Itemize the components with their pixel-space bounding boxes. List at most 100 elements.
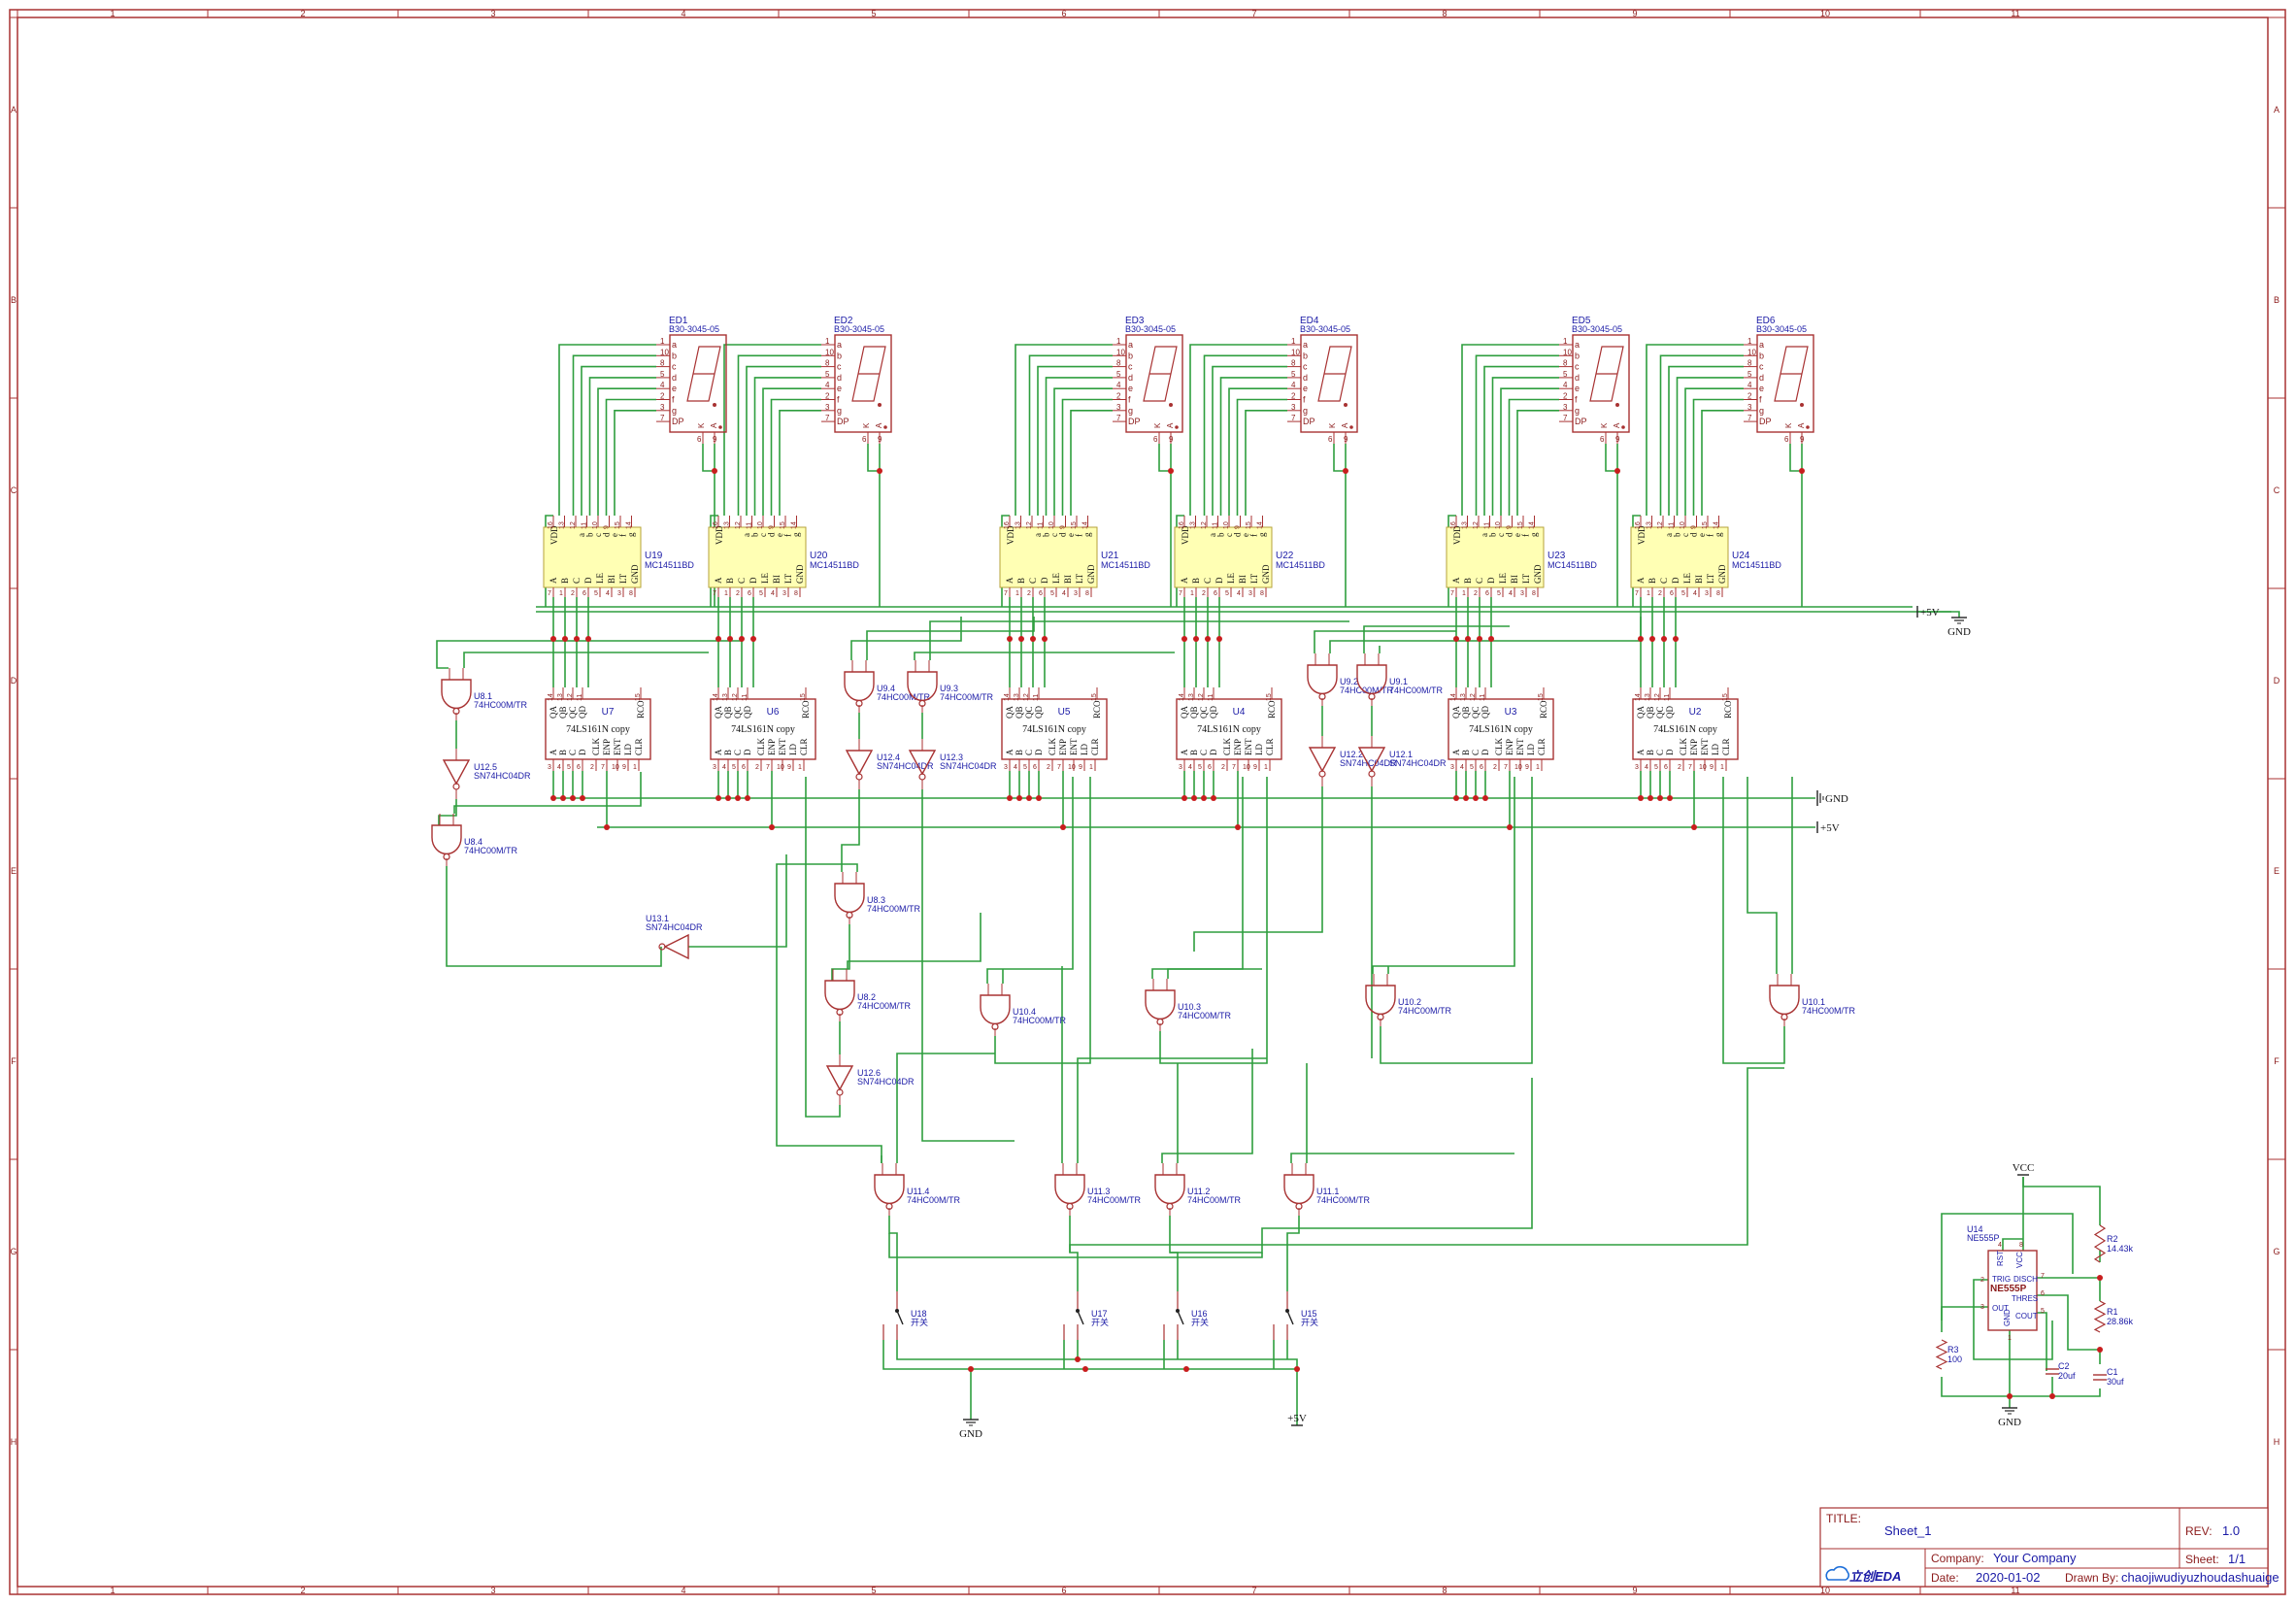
decoder-in-name: D [1215, 577, 1224, 584]
decoder-pin-num: 13 [1190, 521, 1197, 529]
decoder-pin-num: 14 [1257, 521, 1264, 529]
junction-dot [1235, 824, 1241, 830]
counter-out-name: RCO [1723, 700, 1733, 719]
junction-dot [1036, 795, 1042, 801]
col-label-bottom: 7 [1251, 1586, 1256, 1595]
timer-pin-thres: THRES [2012, 1294, 2038, 1303]
decoder-body [543, 526, 642, 588]
decoder-pin-num: 12 [1473, 521, 1480, 529]
junction-dot [1465, 636, 1471, 642]
tb-sheet-value: 1/1 [2228, 1552, 2246, 1566]
counter-in-name: LD [1526, 744, 1536, 755]
decoder-pin-num: 7 [548, 590, 551, 597]
display-pin-name: d [1303, 373, 1308, 383]
display-pin-num: 1 [1747, 337, 1752, 346]
counter-pin-num: 3 [1635, 764, 1639, 771]
decoder-body [1174, 526, 1273, 588]
display-pin-name: b [1575, 351, 1580, 360]
decoder-out-name: a [1033, 533, 1043, 537]
display-pin-name: g [1575, 406, 1580, 416]
row-label-right: F [2274, 1056, 2279, 1066]
gate-ref: U10.2 [1398, 997, 1421, 1007]
counter-pin-num: 14 [1635, 693, 1642, 701]
decoder-pin-num: 6 [748, 590, 751, 597]
counter-pin-num: 4 [1188, 764, 1192, 771]
gate-part: SN74HC04DR [1340, 758, 1397, 768]
decoder-pin-num: 16 [1004, 521, 1011, 529]
counter-pin-num: 1 [1536, 764, 1540, 771]
counter-pin-num: 15 [800, 693, 807, 701]
decoder-out-name: d [767, 532, 777, 537]
counter-ref: U2 [1689, 707, 1702, 718]
junction-dot [1638, 795, 1644, 801]
counter-pin-num: 7 [601, 764, 605, 771]
counter-pin-num: 1 [798, 764, 802, 771]
display-pin-num: 7 [1563, 414, 1568, 422]
decoder-in-name: D [583, 577, 593, 584]
display-pin-name: e [672, 384, 677, 393]
display-pin-num: 3 [1747, 403, 1752, 412]
gnd-symbol: GND [959, 1419, 982, 1440]
decoder-pin-num: 11 [747, 522, 753, 529]
decoder-vdd: VDD [715, 525, 724, 545]
display-pin-num: 5 [1747, 370, 1752, 379]
display-part: B30-3045-05 [1572, 324, 1622, 334]
counter-in-name: A [1005, 749, 1015, 755]
counter-in-name: C [1471, 750, 1481, 755]
junction-dot [1030, 636, 1036, 642]
display-ref: ED4 [1300, 316, 1319, 326]
decoder-pin-num: 13 [1462, 521, 1469, 529]
decoder-pin-num: 7 [1635, 590, 1639, 597]
switch-lever [1077, 1310, 1084, 1325]
decoder-pin-num: 2 [1474, 590, 1478, 597]
wire [1372, 777, 1515, 974]
wire [805, 777, 841, 1118]
decoder-in-name: D [1671, 577, 1680, 584]
decoder-in-name: C [1659, 578, 1669, 584]
decoder-in-name: GND [1086, 564, 1096, 584]
counter-pin-num: 15 [1722, 693, 1729, 701]
wire [850, 617, 962, 660]
gate-ref: U8.2 [857, 992, 876, 1002]
decoder-in-name: GND [630, 564, 640, 584]
counter-in-name: A [1180, 749, 1189, 755]
decoder-pin-num: 6 [1039, 590, 1043, 597]
display-pin-k-num: 6 [1328, 435, 1333, 444]
col-label-top: 4 [681, 9, 685, 18]
wire [1508, 398, 1559, 516]
gate-part: SN74HC04DR [646, 922, 703, 932]
counter-in-name: ENP [767, 739, 777, 755]
counter-pin-num: 7 [766, 764, 770, 771]
counter-part: 74LS161N copy [1022, 724, 1086, 735]
decoder-in-name: A [549, 577, 558, 584]
counter-in-name: CLR [634, 738, 644, 755]
wire [1236, 398, 1287, 516]
display-ref: ED6 [1756, 316, 1776, 326]
display-pin-num: 10 [660, 348, 669, 356]
gate-ref: U8.3 [867, 895, 885, 905]
counter-out-name: QC [1655, 706, 1665, 719]
junction-dot [877, 468, 882, 474]
counter-out-name: RCO [1539, 700, 1548, 719]
decoder-pin-num: 12 [1657, 521, 1664, 529]
gate-part: 74HC00M/TR [1178, 1011, 1232, 1020]
display-pin-a: A [1613, 422, 1621, 428]
display-pin-name: f [672, 395, 675, 405]
junction-dot [1016, 795, 1022, 801]
junction-dot [1488, 636, 1494, 642]
counter-in-name: B [1461, 750, 1471, 755]
decoder-pin-num: 11 [1213, 522, 1219, 529]
junction-dot [1007, 636, 1013, 642]
decoder-pin-num: 14 [1529, 521, 1536, 529]
display-pin-num: 7 [825, 414, 830, 422]
junction-dot [1463, 795, 1469, 801]
col-label-top: 3 [490, 9, 495, 18]
display-pin-name: a [1128, 340, 1133, 350]
display-pin-a: A [875, 422, 883, 428]
decoder-pin-num: 6 [1670, 590, 1674, 597]
decoder-in-name: A [714, 577, 723, 584]
decoder-pin-num: 12 [570, 521, 577, 529]
